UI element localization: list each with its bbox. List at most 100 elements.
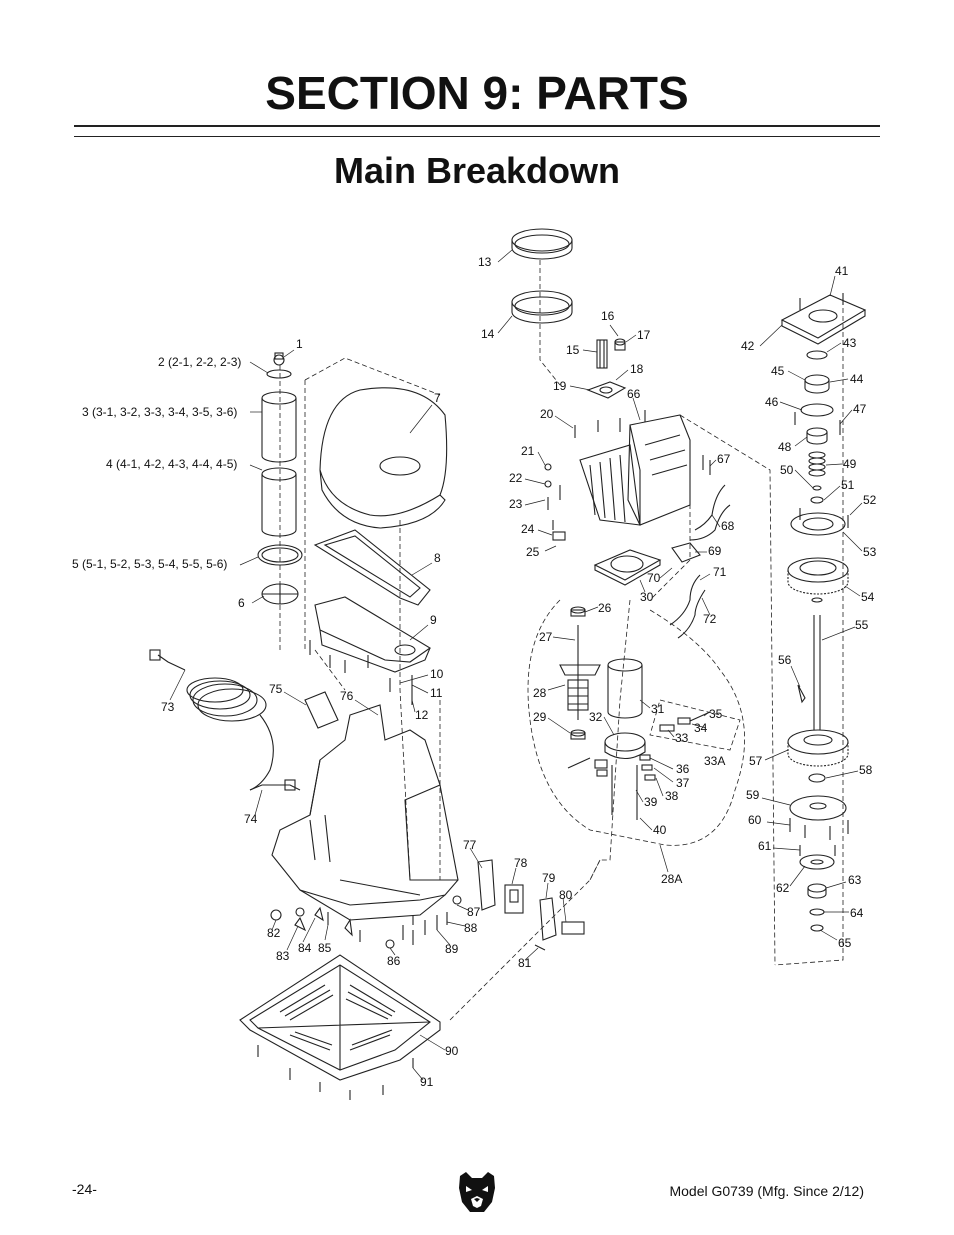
callout-63: 63 (848, 873, 862, 887)
callout-43: 43 (843, 336, 857, 350)
bear-head-icon (459, 1172, 495, 1212)
callout-71: 71 (713, 565, 727, 579)
callout-22: 22 (509, 471, 523, 485)
part-69-terminal (671, 542, 701, 563)
part-63-bearing (807, 883, 827, 899)
callout-5: 5 (5-1, 5-2, 5-3, 5-4, 5-5, 5-6) (72, 557, 227, 571)
part-46-plate (800, 403, 834, 417)
parts-36-38-terminals (567, 754, 656, 781)
callout-34: 34 (694, 721, 708, 735)
part-78-switch (504, 884, 524, 914)
part-91-screws (257, 1045, 414, 1100)
callout-1: 1 (296, 337, 303, 351)
part-4-drum-lower (261, 467, 297, 537)
callout-28A: 28A (661, 872, 682, 886)
part-7-top-cover (319, 387, 448, 529)
part-56-key (797, 684, 806, 704)
part-43-washer (806, 350, 828, 360)
callout-37: 37 (676, 776, 690, 790)
callout-62: 62 (776, 881, 790, 895)
part-5-ring (257, 544, 303, 566)
callout-46: 46 (765, 395, 779, 409)
part-19-bracket (586, 381, 627, 399)
callout-labels: 1 2 (2-1, 2-2, 2-3) 3 (3-1, 3-2, 3-3, 3-… (72, 255, 877, 1089)
callout-45: 45 (771, 364, 785, 378)
part-77-bracket (477, 859, 496, 911)
callout-23: 23 (509, 497, 523, 511)
callout-38: 38 (665, 789, 679, 803)
callout-73: 73 (161, 700, 175, 714)
model-number: Model G0739 (Mfg. Since 2/12) (669, 1183, 864, 1199)
callout-91: 91 (420, 1075, 434, 1089)
callout-29: 29 (533, 710, 547, 724)
part-50-washer (812, 485, 822, 491)
callout-51: 51 (841, 478, 855, 492)
callout-47: 47 (853, 402, 867, 416)
part-49-spring (808, 451, 826, 477)
part-44-bearing (804, 374, 830, 394)
part-75-plate (304, 691, 339, 729)
part-41-top-plate (780, 294, 867, 345)
callout-14: 14 (481, 327, 495, 341)
callout-27: 27 (539, 630, 553, 644)
callout-52: 52 (863, 493, 877, 507)
part-74-cord-plug (249, 779, 301, 791)
callout-65: 65 (838, 936, 852, 950)
callout-16: 16 (601, 309, 615, 323)
callout-21: 21 (521, 444, 535, 458)
part-3-drum-upper (261, 391, 297, 463)
callout-6: 6 (238, 596, 245, 610)
part-9-dust-tray (314, 596, 432, 673)
part-54-gear (787, 557, 849, 595)
callout-9: 9 (430, 613, 437, 627)
part-16-17-bearing (614, 338, 626, 351)
part-29-bearing (570, 729, 586, 740)
part-62-plate (799, 854, 835, 870)
callout-7: 7 (434, 391, 441, 405)
callout-15: 15 (566, 343, 580, 357)
callout-86: 86 (387, 954, 401, 968)
part-81-screw (534, 944, 546, 951)
callout-8: 8 (434, 551, 441, 565)
callout-18: 18 (630, 362, 644, 376)
callout-83: 83 (276, 949, 290, 963)
callout-19: 19 (553, 379, 567, 393)
callout-11: 11 (430, 686, 443, 700)
part-6-disc (261, 583, 299, 605)
callout-66: 66 (627, 387, 641, 401)
part-79-switch-plate (539, 897, 557, 941)
callout-44: 44 (850, 372, 864, 386)
part-30-motor-flange (593, 549, 662, 586)
part-90-bottom-tray (239, 954, 441, 1081)
callout-81: 81 (518, 956, 532, 970)
callout-49: 49 (843, 457, 857, 471)
callout-40: 40 (653, 823, 667, 837)
diagram-subtitle: Main Breakdown (333, 150, 621, 191)
callout-17: 17 (637, 328, 651, 342)
section-title: SECTION 9: PARTS (265, 67, 689, 119)
callout-80: 80 (559, 888, 573, 902)
callout-30: 30 (640, 590, 654, 604)
part-64-washer (809, 908, 825, 916)
callout-84: 84 (298, 941, 312, 955)
callout-4: 4 (4-1, 4-2, 4-3, 4-4, 4-5) (106, 457, 237, 471)
part-57-gear (787, 729, 849, 767)
callout-61: 61 (758, 839, 772, 853)
title-rule-thin (74, 136, 880, 137)
part-13-belt (511, 228, 573, 260)
callout-41: 41 (835, 264, 849, 278)
part-1-cap-nut (273, 352, 285, 366)
part-15-spindle (596, 339, 608, 369)
callout-87: 87 (467, 905, 481, 919)
callout-12: 12 (415, 708, 429, 722)
callout-42: 42 (741, 339, 755, 353)
callout-13: 13 (478, 255, 492, 269)
part-66-housing (579, 414, 691, 526)
callout-75: 75 (269, 682, 283, 696)
part-32-end-bell (604, 732, 646, 760)
callout-57: 57 (749, 754, 763, 768)
callout-76: 76 (340, 689, 354, 703)
callout-90: 90 (445, 1044, 459, 1058)
callout-70: 70 (647, 571, 661, 585)
